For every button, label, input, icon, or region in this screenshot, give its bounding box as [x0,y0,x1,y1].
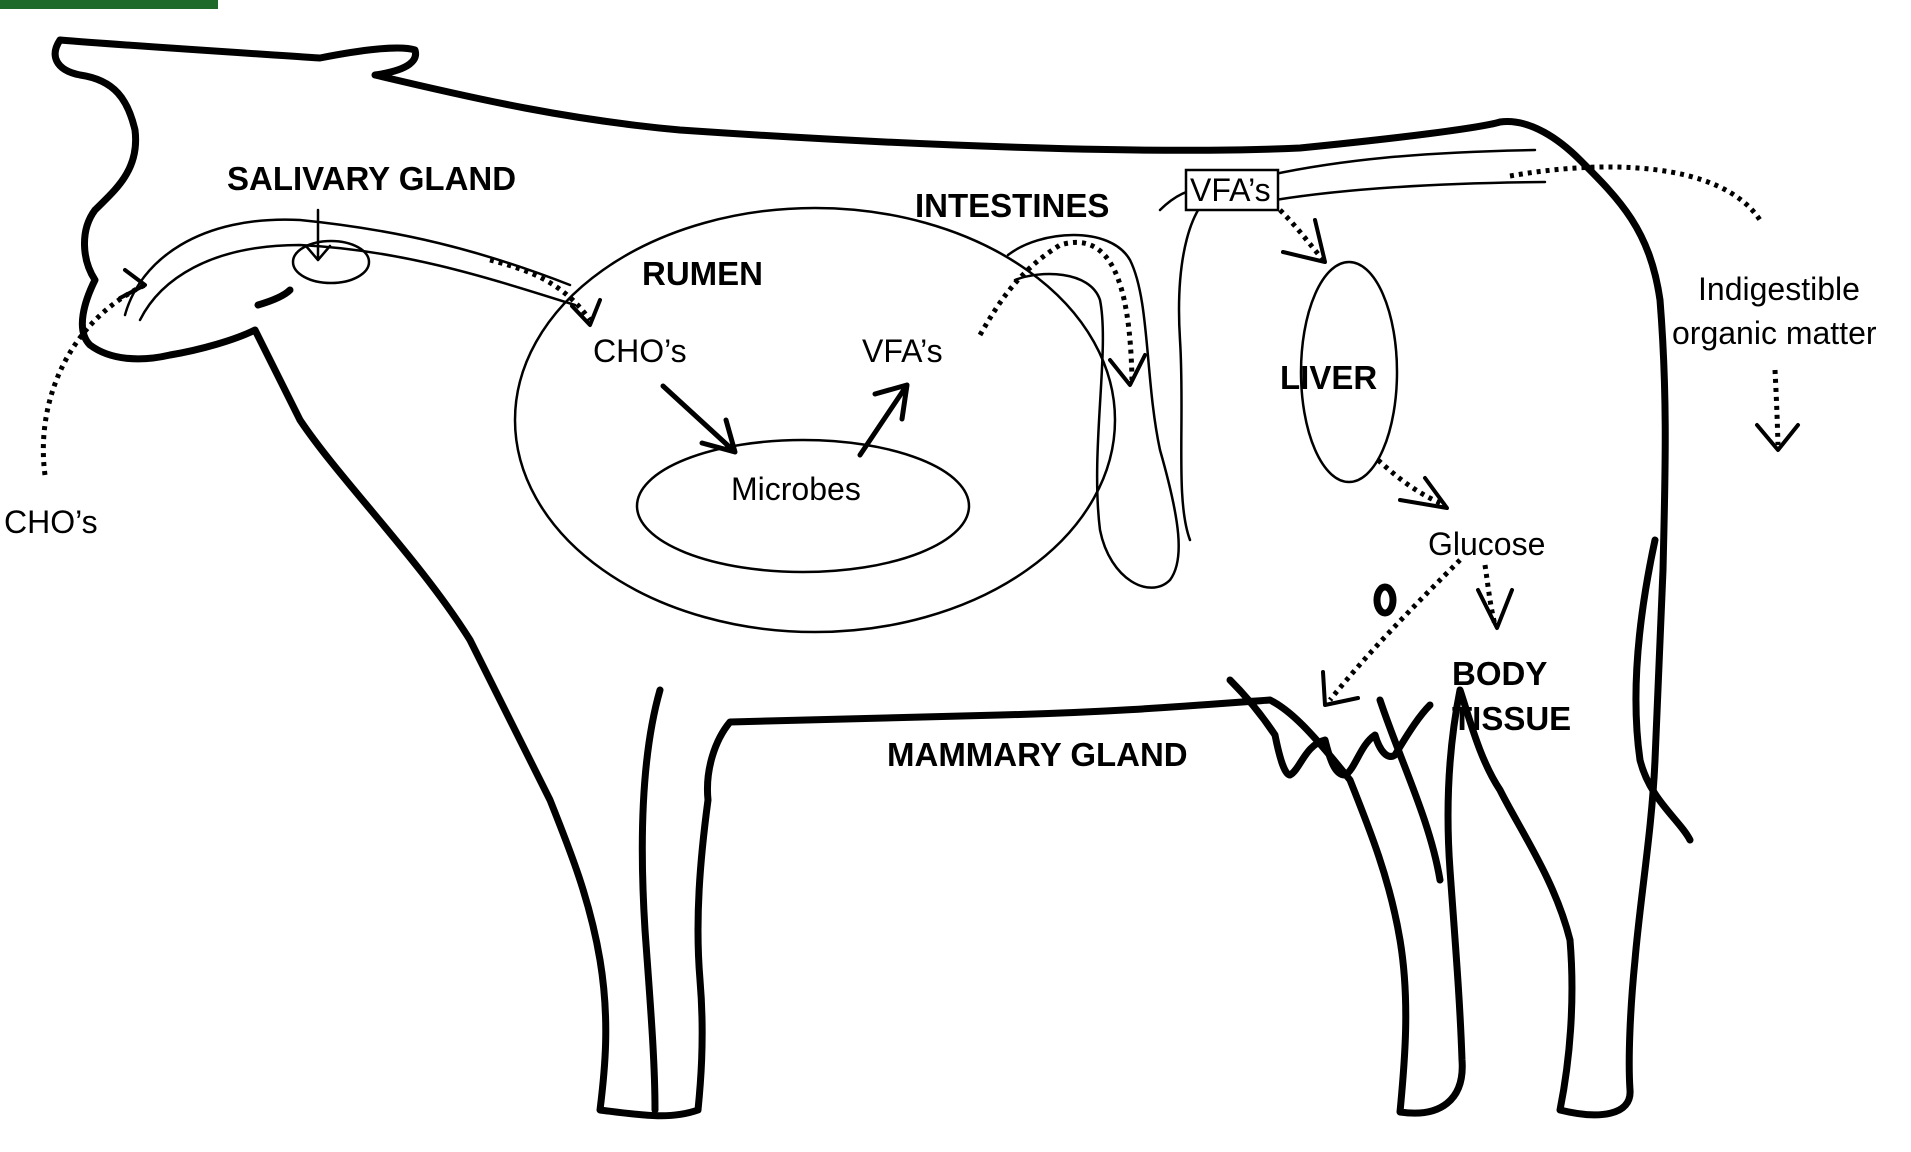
indigestible-label-line1: Indigestible [1698,271,1860,307]
indigestible-exit-arrowhead [1757,425,1798,450]
liver-label: LIVER [1280,359,1377,396]
glucose-to-mammary-arrowhead [1323,672,1358,705]
rumen-vfa-label: VFA’s [862,333,943,369]
vfa-box-label: VFA’s [1190,172,1271,208]
intestine-outflow-bottom [1275,182,1545,200]
intestine-to-indigestible-dotted [1510,167,1760,220]
cho-to-microbes-arrow [663,386,735,452]
intestines-label: INTESTINES [915,187,1109,224]
liver-to-glucose-dotted [1378,460,1445,505]
microbes-to-vfa-arrow [860,385,907,455]
hind-leg-joint [1377,587,1393,613]
salivary-gland-down-arrow [306,210,330,260]
microbes-label: Microbes [731,471,861,507]
rumen-to-intestines-arrowhead [1110,355,1145,385]
glucose-label: Glucose [1428,526,1545,562]
indigestible-exit-dotted [1775,370,1778,445]
cho-intake-dotted-path [43,285,145,475]
body-tissue-label-line1: BODY [1452,655,1547,692]
cho-intake-label: CHO’s [4,504,98,540]
indigestible-label-line2: organic matter [1672,315,1877,351]
oesophagus-lower [140,245,575,320]
salivary-gland-label: SALIVARY GLAND [227,160,516,197]
mammary-gland-label: MAMMARY GLAND [887,736,1188,773]
glucose-to-body-tissue-arrowhead [1478,590,1512,628]
glucose-to-mammary-dotted [1330,560,1460,700]
body-tissue-label-line2: TISSUE [1452,700,1571,737]
front-leg-inner-line [642,690,660,1110]
intestine-loop-outer [1008,235,1179,588]
cow-outline [55,40,1665,1116]
ear [258,290,290,305]
rumen-shape [515,208,1115,632]
rumen-cho-label: CHO’s [593,333,687,369]
intestine-outflow-top [1270,150,1535,175]
rumen-label: RUMEN [642,255,763,292]
vfa-to-liver-arrowhead [1283,220,1325,262]
